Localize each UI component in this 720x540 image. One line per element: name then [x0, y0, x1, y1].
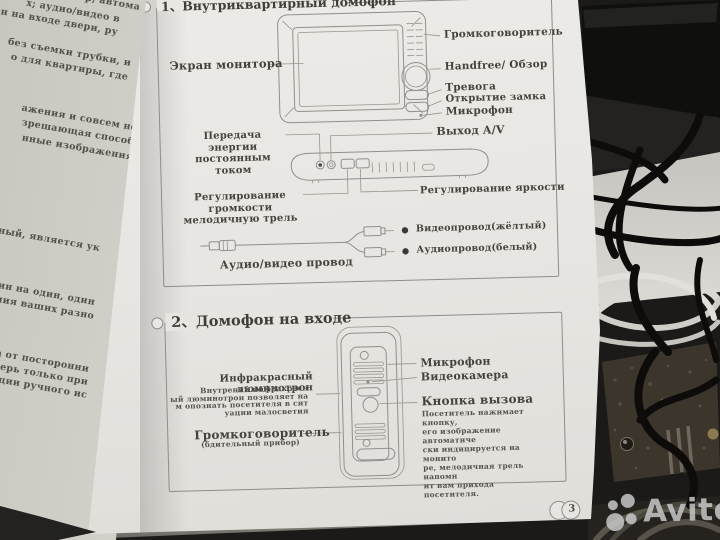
speaker-grille [406, 22, 424, 57]
screw-head [620, 437, 634, 451]
avito-watermark: Avito [604, 490, 720, 533]
section-2-bullet-circle [151, 317, 164, 330]
black-cables [579, 111, 720, 509]
call-button [362, 396, 379, 413]
dc-power-line2: постоянным током [195, 152, 272, 177]
white-box [583, 152, 720, 306]
volume-line1: Регулирование громкости [194, 189, 286, 215]
call-desc-line: ит вам прихода посетителя. [423, 479, 495, 500]
monitor-diagrams [200, 10, 489, 258]
av-out-label: Выход A/V [436, 123, 505, 138]
speaker-slats [354, 423, 386, 441]
mic-hole [419, 113, 423, 117]
alarm-button [404, 89, 429, 101]
av-cable-diagram [200, 225, 409, 258]
call-desc-line: его изображение автоматиче [422, 425, 501, 446]
name-plate [356, 447, 396, 461]
ir-window [356, 387, 381, 397]
mic-label: Микрофон [445, 103, 514, 118]
rca-video-plug [363, 225, 382, 237]
power-adapter [582, 0, 720, 120]
brass-fitting [707, 428, 719, 440]
bottom-screw [362, 438, 371, 447]
call-desc-line: Посетитель нажимает кнопку, [421, 406, 524, 428]
av-jack [326, 160, 336, 170]
metal-bracket [602, 342, 720, 482]
call-button-label: Кнопка вызова [421, 391, 534, 409]
call-desc-line: ре, мелодичная трель напомн [423, 460, 524, 482]
mic-slats [353, 361, 385, 385]
call-description: Посетитель нажимает кнопку, его изображе… [421, 406, 550, 500]
rca-audio-plug [363, 246, 383, 258]
page-number: 3 [568, 503, 576, 515]
top-screw [359, 350, 369, 360]
screen-label: Экран монитора [169, 55, 283, 73]
volume-line2: мелодичную трель [183, 212, 298, 227]
camera-lens [366, 380, 370, 384]
avito-dots-icon [606, 493, 637, 532]
fold-shadow [140, 0, 188, 534]
unlock-button [405, 101, 430, 113]
handsfree-button [401, 61, 431, 91]
dc-power-line1: Передача энергии [203, 129, 262, 154]
monitor-front-diagram [267, 10, 442, 124]
video-bullet [401, 227, 409, 234]
ir-description: Внутрений инфракрасн ый люминотрон позво… [163, 383, 309, 418]
monitor-side-diagram [285, 132, 489, 195]
volume-label: Регулирование громкости мелодичную трель [176, 189, 305, 227]
dc-power-label: Передача энергии постоянным током [177, 129, 288, 178]
dc-jack [315, 160, 325, 170]
audio-bullet [402, 248, 409, 255]
door-station-diagram [303, 325, 418, 480]
door-mic-label: Микрофон [420, 354, 491, 370]
avito-watermark-text: Avito [642, 491, 720, 530]
white-cable-coil [582, 272, 720, 347]
brightness-port [355, 158, 370, 169]
camera-label: Видеокамера [420, 368, 509, 384]
volume-port [340, 158, 355, 169]
